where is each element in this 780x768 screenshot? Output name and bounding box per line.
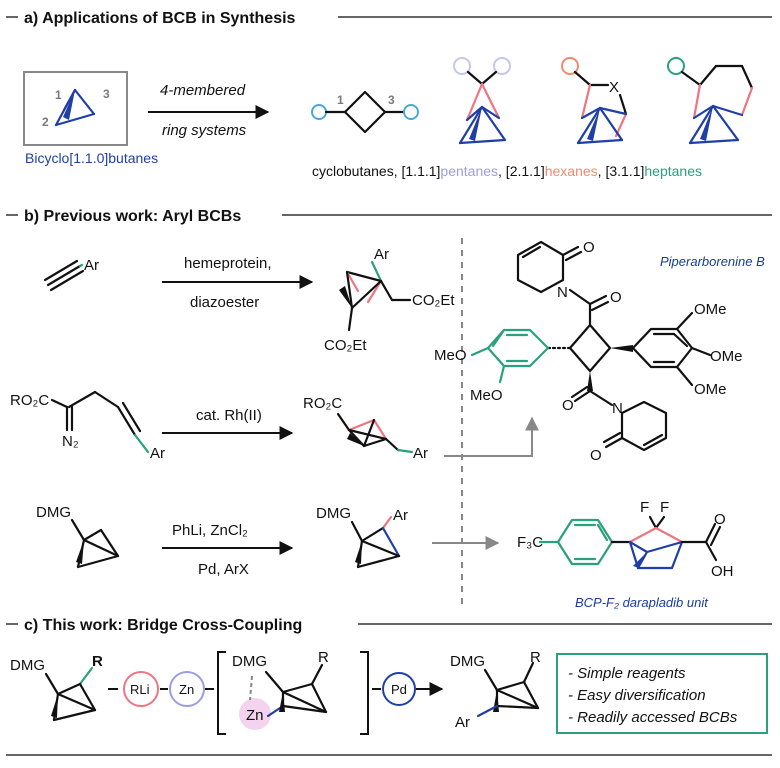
c-dmg1: DMG bbox=[10, 657, 45, 674]
arrow-label-bottom: ring systems bbox=[162, 122, 247, 139]
cyclobutane-atom-3: 3 bbox=[388, 93, 395, 107]
c-ar: Ar bbox=[455, 714, 470, 731]
c-dmg3: DMG bbox=[450, 653, 485, 670]
benefits-box: - Simple reagents - Easy diversification… bbox=[556, 653, 768, 734]
caption-211: , [2.1.1] bbox=[498, 163, 545, 179]
arrow-label-top: 4-membered bbox=[160, 82, 246, 99]
piperarborenine-structure: O N O MeO MeO OMe OMe OMe O bbox=[434, 239, 743, 464]
ring-systems-caption: cyclobutanes, [1.1.1]pentanes, [2.1.1]he… bbox=[312, 163, 702, 179]
bcp-cf3: F₃C bbox=[517, 534, 543, 551]
dmg-bcb-structure: DMG bbox=[36, 504, 120, 569]
r2-product-ar: Ar bbox=[413, 445, 428, 462]
rli-reagent-circle bbox=[123, 671, 159, 707]
piperarborenine-name: Piperarborenine B bbox=[660, 254, 765, 269]
bcb-atom-1: 1 bbox=[55, 88, 62, 102]
c-zn2: Zn bbox=[246, 707, 264, 724]
r2-product-structure: RO₂C Ar bbox=[303, 395, 428, 462]
r3-product-structure: DMG Ar bbox=[316, 505, 408, 569]
caption-hexanes: hexanes bbox=[545, 163, 598, 179]
np-ome2: OMe bbox=[710, 348, 743, 365]
np-n1: N bbox=[557, 284, 568, 301]
arrow-to-piperarborenine bbox=[444, 416, 539, 457]
c-zn1: Zn bbox=[179, 682, 194, 697]
pd-catalyst-circle bbox=[382, 672, 416, 706]
np-meo2: MeO bbox=[470, 387, 503, 404]
np-ome3: OMe bbox=[694, 381, 727, 398]
c-r1: R bbox=[92, 653, 103, 670]
benefit-2: - Easy diversification bbox=[568, 687, 706, 704]
benefit-3: - Readily accessed BCBs bbox=[568, 709, 738, 726]
c-product-bcb: DMG R Ar bbox=[450, 649, 541, 731]
caption-pentanes: pentanes bbox=[440, 163, 498, 179]
np-n2: N bbox=[612, 400, 623, 417]
r1-product-ester1: CO₂Et bbox=[412, 292, 455, 309]
c-pd: Pd bbox=[391, 682, 407, 697]
r1-product-structure: Ar CO₂Et CO₂Et bbox=[324, 246, 455, 354]
r3-product-dmg: DMG bbox=[316, 505, 351, 522]
r2-n2: N₂ bbox=[62, 433, 79, 450]
bcp-f1: F bbox=[640, 499, 649, 516]
r2-product-ro2c: RO₂C bbox=[303, 395, 342, 412]
r1-reagent-bottom: diazoester bbox=[190, 294, 259, 311]
r3-product-ar: Ar bbox=[393, 507, 408, 524]
zn-glow bbox=[239, 698, 271, 730]
section-c-header: c) This work: Bridge Cross-Coupling bbox=[6, 617, 772, 634]
alkyne-structure: Ar bbox=[43, 257, 99, 292]
r1-reagent-top: hemeprotein, bbox=[184, 255, 272, 272]
bcb-name: Bicyclo[1.1.0]butanes bbox=[25, 150, 158, 166]
np-meo1: MeO bbox=[434, 347, 467, 364]
benefit-1: - Simple reagents bbox=[568, 665, 686, 682]
r3-reagent-bottom: Pd, ArX bbox=[198, 561, 249, 578]
r2-ar: Ar bbox=[150, 445, 165, 462]
r3-dmg: DMG bbox=[36, 504, 71, 521]
zn-reagent-circle bbox=[169, 671, 205, 707]
r1-product-ester2: CO₂Et bbox=[324, 337, 367, 354]
c-rli: RLi bbox=[130, 682, 150, 697]
bicyclohexane-structure: X bbox=[561, 57, 628, 145]
zinc-intermediate: DMG Zn R bbox=[217, 649, 369, 735]
np-o1: O bbox=[583, 239, 595, 256]
bcp-f2: F bbox=[660, 499, 669, 516]
hexane-x-label: X bbox=[609, 79, 619, 96]
caption-heptanes: heptanes bbox=[644, 163, 702, 179]
cyclobutane-structure: 1 3 bbox=[311, 90, 419, 134]
caption-cyclobutanes: cyclobutanes, bbox=[312, 163, 402, 179]
bicyclopentane-structure bbox=[453, 57, 511, 145]
section-a-header: a) Applications of BCB in Synthesis bbox=[6, 10, 772, 27]
c-r3: R bbox=[530, 649, 541, 666]
bcb-atom-2: 2 bbox=[42, 115, 49, 129]
caption-111: [1.1.1] bbox=[402, 163, 441, 179]
c-r2: R bbox=[318, 649, 329, 666]
caption-311: , [3.1.1] bbox=[598, 163, 645, 179]
diazo-structure: RO₂C N₂ Ar bbox=[10, 390, 165, 462]
np-o4: O bbox=[590, 447, 602, 464]
c-rli-text: RLi bbox=[130, 682, 150, 697]
bcp-name: BCP-F₂ darapladib unit bbox=[575, 595, 709, 610]
r3-reagent-top: PhLi, ZnCl₂ bbox=[172, 522, 248, 539]
bcp-darapladib-structure: F₃C F F O OH bbox=[517, 499, 734, 580]
section-b-title: b) Previous work: Aryl BCBs bbox=[24, 208, 241, 225]
bcb-atom-3: 3 bbox=[103, 87, 110, 101]
np-o3: O bbox=[562, 397, 574, 414]
r1-product-ar: Ar bbox=[374, 246, 389, 263]
r2-reagent: cat. Rh(II) bbox=[196, 407, 262, 424]
c-starting-bcb: DMG R bbox=[10, 653, 103, 722]
np-ome1: OMe bbox=[694, 301, 727, 318]
cyclobutane-atom-1: 1 bbox=[337, 93, 344, 107]
section-b-header: b) Previous work: Aryl BCBs bbox=[6, 208, 772, 225]
bcp-oh: OH bbox=[711, 563, 734, 580]
bcp-o: O bbox=[714, 511, 726, 528]
section-c-title: c) This work: Bridge Cross-Coupling bbox=[24, 617, 302, 634]
bcb-structure-box: 1 3 2 bbox=[23, 71, 128, 146]
section-a-title: a) Applications of BCB in Synthesis bbox=[24, 10, 296, 27]
alkyne-ar: Ar bbox=[84, 257, 99, 274]
r2-ro2c: RO₂C bbox=[10, 392, 49, 409]
c-dmg2: DMG bbox=[232, 653, 267, 670]
np-o2: O bbox=[610, 289, 622, 306]
bicycloheptane-structure bbox=[667, 57, 754, 145]
